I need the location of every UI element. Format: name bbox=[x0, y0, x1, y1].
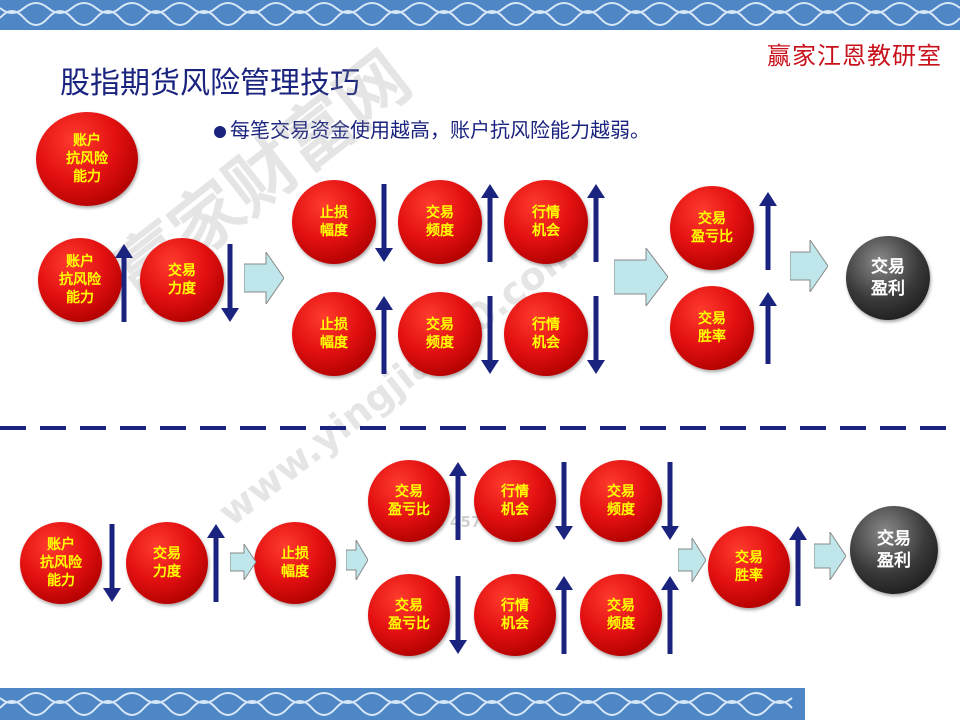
flow-chevron-icon bbox=[614, 248, 668, 306]
up-arrow-icon bbox=[449, 462, 467, 540]
node-trade-frequency: 交易 频度 bbox=[580, 460, 662, 542]
down-arrow-icon bbox=[587, 296, 605, 374]
up-arrow-icon bbox=[375, 296, 393, 374]
up-arrow-icon bbox=[789, 526, 807, 606]
node-profit-loss-ratio: 交易 盈亏比 bbox=[670, 186, 754, 270]
brand-label: 赢家江恩教研室 bbox=[767, 42, 942, 70]
up-arrow-icon bbox=[207, 524, 225, 602]
node-profit-loss-ratio: 交易 盈亏比 bbox=[368, 574, 450, 656]
node-trade-frequency: 交易 频度 bbox=[398, 292, 482, 376]
node-account-risk: 账户 抗风险 能力 bbox=[20, 522, 102, 604]
bullet-point: 每笔交易资金使用越高，账户抗风险能力越弱。 bbox=[214, 114, 650, 143]
node-trade-profit: 交易 盈利 bbox=[846, 236, 930, 320]
up-arrow-icon bbox=[587, 184, 605, 262]
up-arrow-icon bbox=[661, 576, 679, 654]
flow-chevron-icon bbox=[814, 532, 846, 580]
up-arrow-icon bbox=[555, 576, 573, 654]
flow-chevron-icon bbox=[678, 538, 706, 582]
node-legend-account-risk: 账户 抗风险 能力 bbox=[36, 112, 138, 206]
up-arrow-icon bbox=[481, 184, 499, 262]
top-decorative-band bbox=[0, 0, 960, 30]
page-title: 股指期货风险管理技巧 bbox=[60, 66, 360, 101]
down-arrow-icon bbox=[481, 296, 499, 374]
bullet-text: 每笔交易资金使用越高，账户抗风险能力越弱。 bbox=[230, 118, 650, 142]
node-trade-strength: 交易 力度 bbox=[126, 522, 208, 604]
node-profit-loss-ratio: 交易 盈亏比 bbox=[368, 460, 450, 542]
node-market-opportunity: 行情 机会 bbox=[504, 180, 588, 264]
bullet-dot-icon bbox=[214, 125, 226, 138]
down-arrow-icon bbox=[103, 524, 121, 602]
node-win-rate: 交易 胜率 bbox=[670, 286, 754, 370]
bottom-decorative-band bbox=[0, 688, 960, 720]
down-arrow-icon bbox=[449, 576, 467, 654]
node-stop-loss: 止损 幅度 bbox=[254, 522, 336, 604]
down-arrow-icon bbox=[661, 462, 679, 540]
flow-chevron-icon bbox=[790, 240, 828, 292]
flow-chevron-icon bbox=[244, 252, 284, 304]
node-win-rate: 交易 胜率 bbox=[708, 526, 790, 608]
section-divider bbox=[0, 426, 960, 430]
node-stop-loss: 止损 幅度 bbox=[292, 180, 376, 264]
node-trade-profit: 交易 盈利 bbox=[850, 506, 938, 594]
node-market-opportunity: 行情 机会 bbox=[504, 292, 588, 376]
flow-chevron-icon bbox=[346, 540, 368, 580]
node-trade-strength: 交易 力度 bbox=[140, 238, 224, 322]
up-arrow-icon bbox=[759, 192, 777, 270]
node-stop-loss: 止损 幅度 bbox=[292, 292, 376, 376]
down-arrow-icon bbox=[555, 462, 573, 540]
node-account-risk: 账户 抗风险 能力 bbox=[38, 238, 122, 322]
up-arrow-icon bbox=[759, 292, 777, 364]
node-trade-frequency: 交易 频度 bbox=[580, 574, 662, 656]
node-market-opportunity: 行情 机会 bbox=[474, 574, 556, 656]
node-trade-frequency: 交易 频度 bbox=[398, 180, 482, 264]
down-arrow-icon bbox=[221, 244, 239, 322]
up-arrow-icon bbox=[115, 244, 133, 322]
flow-chevron-icon bbox=[230, 544, 256, 580]
node-market-opportunity: 行情 机会 bbox=[474, 460, 556, 542]
down-arrow-icon bbox=[375, 184, 393, 262]
